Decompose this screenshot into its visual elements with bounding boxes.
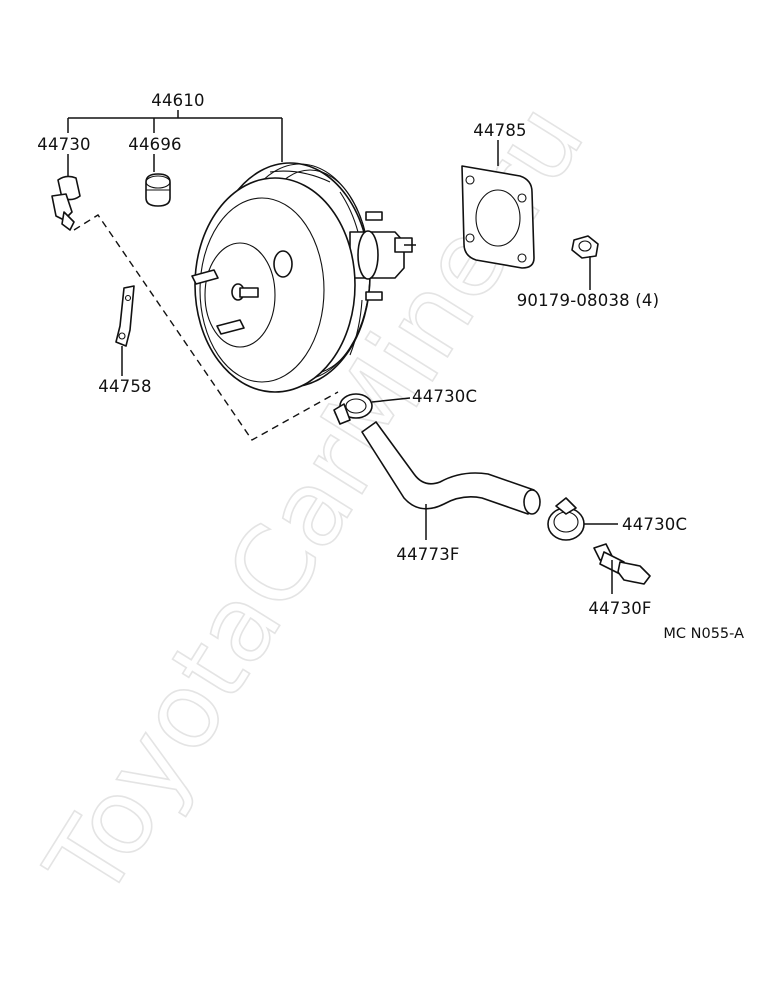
grommet[interactable]: [145, 173, 171, 207]
hose-route-dashed: [73, 214, 339, 441]
callout-44730c-upper: 44730C: [412, 387, 477, 406]
gasket[interactable]: [461, 165, 535, 269]
callout-44610: 44610: [151, 91, 205, 110]
callout-44785: 44785: [473, 121, 527, 140]
bracket[interactable]: [115, 285, 135, 347]
callout-44730c-lower: 44730C: [622, 515, 687, 534]
leader-lines: [67, 110, 618, 594]
callout-44730f: 44730F: [588, 599, 651, 618]
nut[interactable]: [571, 235, 599, 259]
check-valve[interactable]: [51, 175, 81, 231]
callout-90179-08038: 90179-08038 (4): [517, 291, 660, 310]
brake-booster[interactable]: [191, 162, 416, 393]
callout-44730: 44730: [37, 135, 91, 154]
vacuum-hose[interactable]: [361, 421, 541, 515]
figure-code: MC N055-A: [663, 626, 744, 642]
callout-44696: 44696: [128, 135, 182, 154]
callout-44773f: 44773F: [396, 545, 459, 564]
clamp-upper[interactable]: [333, 393, 373, 425]
union-fitting[interactable]: [593, 543, 651, 585]
clamp-lower[interactable]: [547, 497, 585, 541]
callout-44758: 44758: [98, 377, 152, 396]
